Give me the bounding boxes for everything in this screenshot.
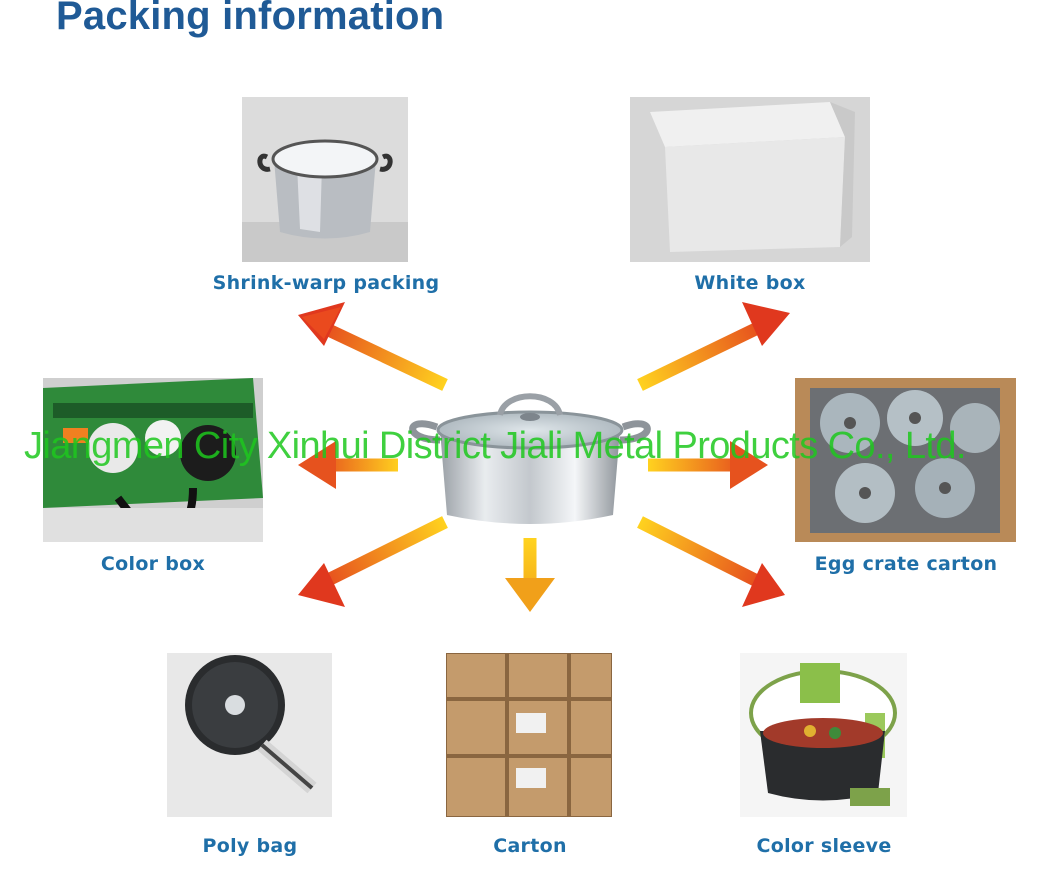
box-icon [630,97,870,262]
arrow-down-right [637,516,785,607]
color-box-icon [43,378,263,542]
center-pot-image [395,385,665,535]
arrow-left [298,441,398,489]
pan-in-bag-icon [167,653,332,817]
egg-crate-icon [795,378,1016,542]
caption-poly-bag: Poly bag [202,835,298,857]
arrow-up-left [298,302,448,391]
arrow-down-left [298,516,448,607]
carton-photo [446,653,612,817]
white-box-photo [630,97,870,262]
pot-icon [409,393,651,524]
page-title: Packing information [56,0,445,38]
caption-color-sleeve: Color sleeve [756,835,892,857]
company-watermark: Jiangmen City Xinhui District Jiali Meta… [24,425,966,467]
cartons-icon [446,653,612,817]
poly-bag-photo [167,653,332,817]
caption-carton: Carton [493,835,567,857]
egg-crate-photo [795,378,1016,542]
caption-shrink-wrap: Shrink-warp packing [212,272,440,294]
caption-egg-crate: Egg crate carton [814,553,998,575]
arrow-down [505,538,555,612]
caption-color-box: Color box [100,553,206,575]
arrow-up-right [637,302,790,391]
caption-white-box: White box [694,272,806,294]
color-box-photo [43,378,263,542]
arrow-right [648,441,768,489]
sleeve-pot-icon [740,653,907,817]
color-sleeve-photo [740,653,907,817]
shrink-wrap-photo [242,97,408,262]
wrapped-pot-icon [242,97,408,262]
